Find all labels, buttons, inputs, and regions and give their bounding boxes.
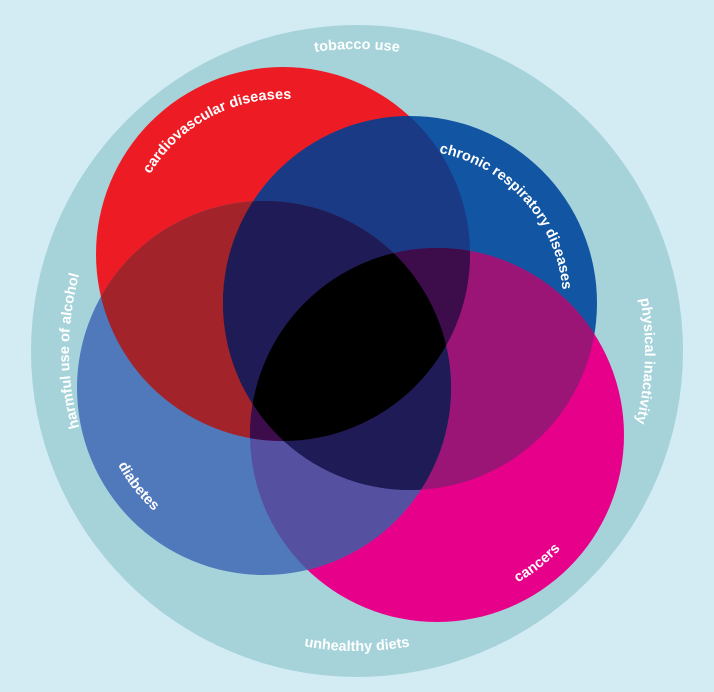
label-tobacco-use: tobacco use (313, 37, 401, 56)
label-unhealthy-diets: unhealthy diets (303, 634, 410, 655)
